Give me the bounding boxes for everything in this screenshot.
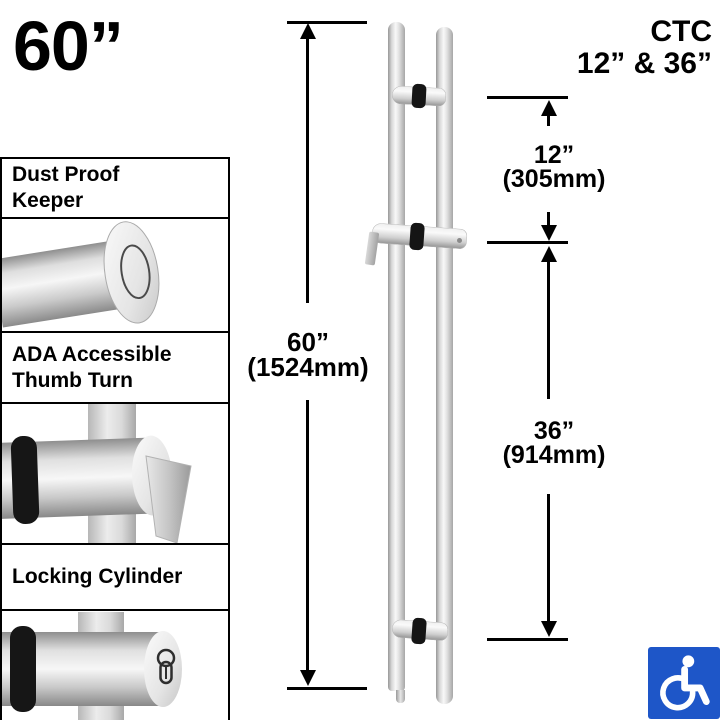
overall-dim-down-arrow [300,670,316,686]
ctc-upper-down-stem [547,212,550,226]
lock-cylinder-face [457,238,462,243]
feature-label-ada-thumb-turn: ADA Accessible Thumb Turn [2,333,228,404]
ctc-heading-line1: CTC [650,15,712,48]
locking-cylinder-photo [2,611,228,720]
ada-thumb-turn-image [2,404,192,543]
overall-dim-top-tick [287,21,367,24]
bottom-mount-gasket [411,617,427,645]
dust-proof-keeper-photo [2,219,228,333]
ctc-upper-up-arrow [541,100,557,116]
ctc-upper-top-tick [487,96,568,99]
ada-thumb-turn-photo [2,404,228,545]
overall-size-heading: 60” [13,7,124,85]
top-mount-gasket [411,83,427,109]
ctc-middle-tick [487,241,568,244]
ctc-lower-label: 36” (914mm) [502,417,606,469]
feature-label-dust-proof-keeper: Dust Proof Keeper [2,159,228,219]
ctc-lower-up-stem [547,260,550,399]
ctc-lower-down-arrow [541,621,557,637]
overall-dim-label: 60” (1524mm) [247,327,369,382]
feature-label-locking-cylinder: Locking Cylinder [2,545,228,611]
thumb-turn-lever [364,231,380,266]
features-panel: Dust Proof Keeper [0,157,230,720]
overall-dim-lower-stem [306,400,309,671]
overall-dim-up-arrow [300,23,316,39]
handle-front-tube [388,22,405,691]
ctc-upper-label: 12” (305mm) [502,141,606,193]
handle-front-tube-end [396,690,405,703]
middle-mount-gasket [409,222,425,251]
dust-proof-keeper-image [2,221,160,328]
ctc-bottom-tick [487,638,568,641]
ctc-lower-up-arrow [541,246,557,262]
handle-rear-tube [436,27,453,704]
ctc-heading-line2: 12” & 36” [576,47,712,80]
ctc-lower-down-stem [547,494,550,622]
ada-accessibility-badge [648,647,720,719]
ctc-upper-down-arrow [541,225,557,241]
overall-dim-bottom-tick [287,687,367,690]
overall-dim-upper-stem [306,38,309,303]
locking-cylinder-image [2,612,182,720]
ctc-heading: CTC 12” & 36” [577,16,712,80]
ctc-upper-up-stem [547,114,550,126]
wheelchair-accessibility-icon [660,655,710,711]
